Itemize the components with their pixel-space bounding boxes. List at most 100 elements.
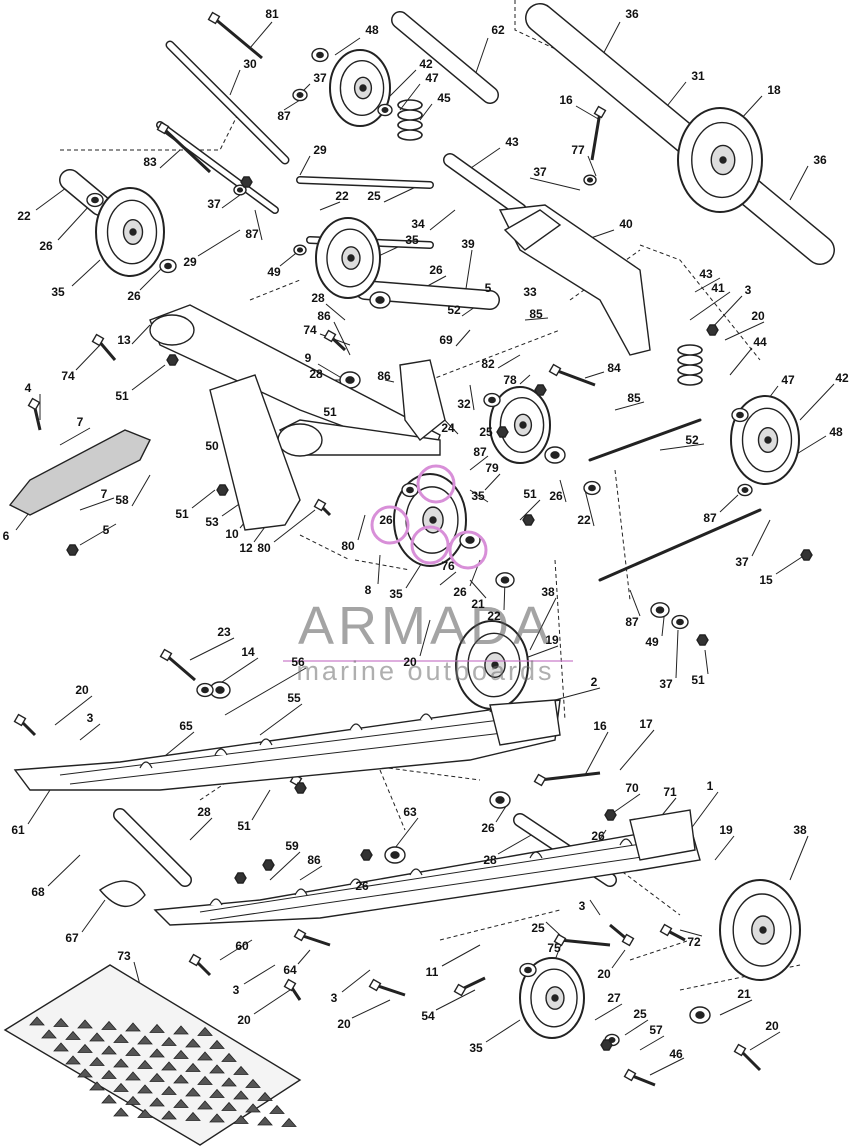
rear-axle-body [526, 4, 834, 264]
callout-37: 37 [735, 555, 749, 569]
bolt-0-head [207, 11, 221, 25]
torsion-spring-44 [677, 344, 703, 386]
leader-93 [629, 589, 641, 617]
nut-12 [496, 426, 509, 438]
bolt-21-shank [559, 938, 611, 947]
leader-24 [254, 209, 263, 241]
callout-84: 84 [607, 361, 621, 375]
callout-20: 20 [237, 1013, 251, 1027]
bolt-18-head [548, 363, 562, 377]
nut-5 [696, 634, 709, 646]
callout-49: 49 [645, 635, 659, 649]
rail-1-rear-plate [629, 809, 696, 861]
washer-11-hole [406, 486, 414, 494]
callout-65: 65 [179, 719, 193, 733]
lug-3-6 [209, 1064, 225, 1074]
reference-line-8 [299, 534, 351, 561]
washer-4-hole [381, 107, 389, 113]
callout-35: 35 [389, 587, 403, 601]
front-arm-eye [149, 314, 195, 346]
callout-58: 58 [115, 493, 129, 507]
lug-7-5 [233, 1114, 249, 1124]
leader-66 [469, 455, 489, 471]
slide-rail-left-1-grooves [199, 837, 691, 921]
callout-26: 26 [591, 829, 605, 843]
callout-53: 53 [205, 515, 219, 529]
callout-15: 15 [759, 573, 773, 587]
lug-5-4 [185, 1087, 201, 1097]
leader-114 [189, 817, 213, 841]
lug-6-7 [269, 1104, 285, 1114]
leader-12 [283, 99, 301, 111]
callout-42: 42 [419, 57, 433, 71]
axle-tube-body [356, 281, 499, 309]
callout-87: 87 [473, 445, 487, 459]
washer-18-hole [741, 487, 749, 493]
nut-0 [706, 324, 719, 336]
callout-33: 33 [523, 285, 537, 299]
lug-6-6 [245, 1103, 261, 1113]
callout-35: 35 [405, 233, 419, 247]
leader-143 [749, 1031, 781, 1051]
leader-51 [75, 344, 101, 371]
lug-3-3 [137, 1059, 153, 1069]
bolt-21-head [553, 933, 567, 947]
pivot-tube-body [444, 154, 526, 216]
leader-49 [497, 354, 521, 369]
washer-16-hole [655, 606, 665, 614]
callout-11: 11 [425, 965, 439, 979]
callout-8: 8 [364, 583, 372, 597]
leader-63 [659, 443, 705, 451]
lug-7-6 [257, 1116, 273, 1126]
callout-26: 26 [379, 513, 393, 527]
idler-wheel-35-center-rim [499, 396, 545, 454]
rail-2-tab-3 [349, 723, 363, 731]
callout-80: 80 [341, 539, 355, 553]
lower-arm-eye [277, 423, 323, 457]
leader-121 [269, 851, 301, 881]
leader-104 [79, 723, 101, 741]
leader-10 [575, 105, 601, 121]
idler-wheel-35-bottom-rim [530, 968, 578, 1028]
leader-20 [57, 204, 91, 241]
callout-87: 87 [703, 511, 717, 525]
lug-6-0 [101, 1094, 117, 1104]
washer-21-hole [695, 1011, 705, 1019]
callout-25: 25 [531, 921, 545, 935]
nut-10 [534, 384, 547, 396]
callout-49: 49 [267, 265, 281, 279]
lug-5-6 [233, 1090, 249, 1100]
leader-30 [71, 259, 101, 287]
callout-16: 16 [559, 93, 573, 107]
callout-75: 75 [547, 941, 561, 955]
callout-21: 21 [737, 987, 751, 1001]
leader-125 [589, 899, 601, 916]
leader-113 [251, 789, 271, 821]
callout-28: 28 [311, 291, 325, 305]
leader-129 [441, 944, 481, 967]
lug-0-4 [125, 1022, 141, 1032]
callout-44: 44 [753, 335, 767, 349]
upper-shaft-body [167, 42, 288, 163]
callout-83: 83 [143, 155, 157, 169]
watermark-underline [283, 660, 573, 662]
leader-96 [419, 619, 431, 657]
lug-4-7 [245, 1078, 261, 1088]
leader-145 [485, 1019, 521, 1043]
callout-51: 51 [237, 819, 251, 833]
lug-7-1 [137, 1108, 153, 1118]
washer-0-hole [91, 196, 99, 204]
reference-line-3 [639, 244, 761, 361]
callout-86: 86 [307, 853, 321, 867]
leader-130 [219, 939, 253, 961]
bolt-0-shank [213, 16, 263, 60]
callout-2: 2 [590, 675, 598, 689]
idler-wheel-42-rim [741, 407, 793, 473]
lug-7-4 [209, 1113, 225, 1123]
leader-137 [253, 989, 291, 1015]
reference-line-1 [60, 109, 241, 151]
bracket-24 [399, 359, 446, 441]
leader-105 [259, 703, 303, 736]
callout-39: 39 [461, 237, 475, 251]
callout-6: 6 [2, 529, 10, 543]
